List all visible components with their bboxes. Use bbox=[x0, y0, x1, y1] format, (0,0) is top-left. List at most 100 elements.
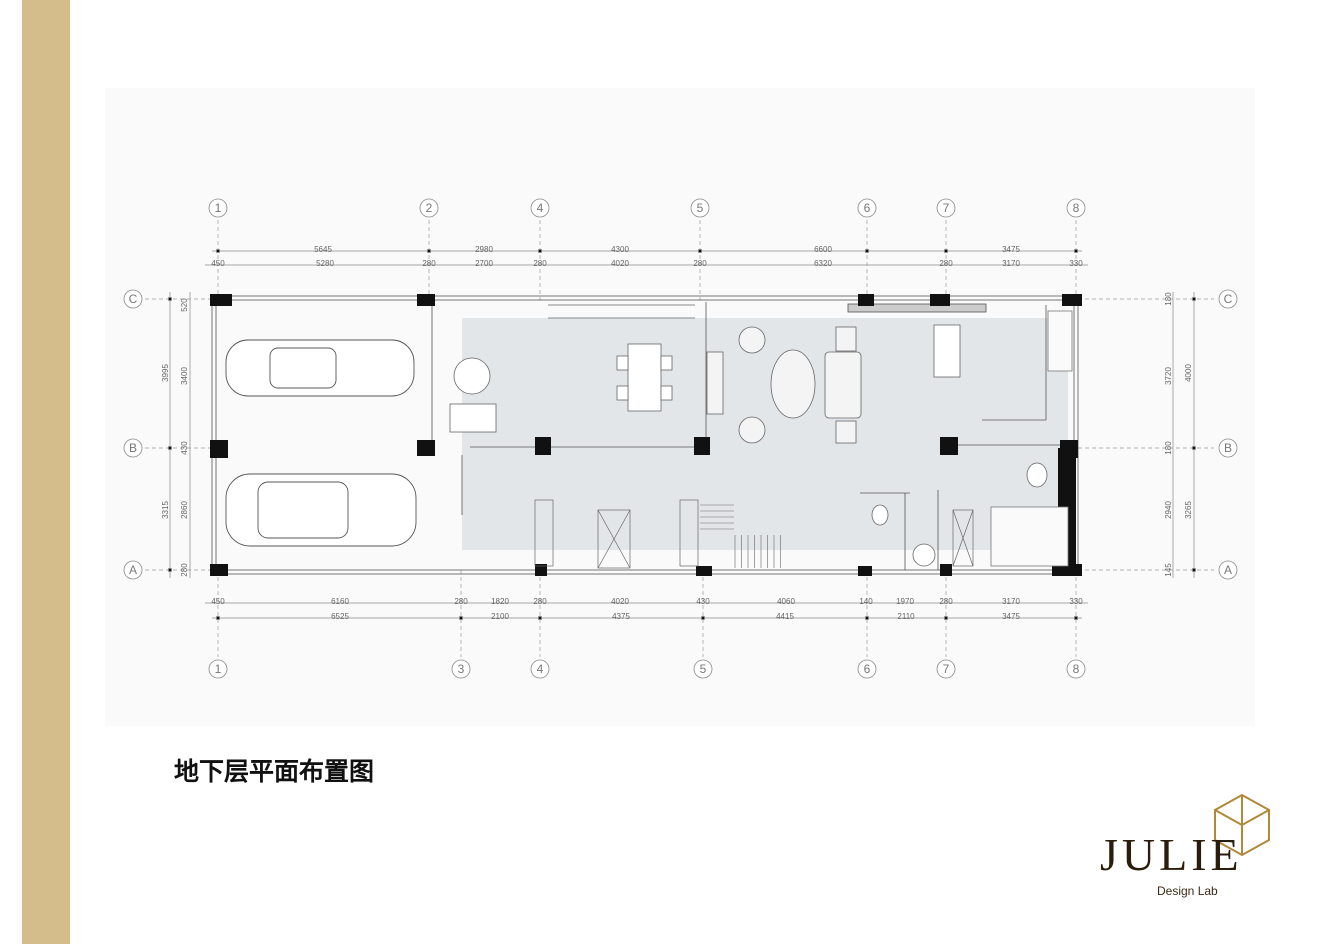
dimension-tick bbox=[865, 249, 869, 253]
axis-label: 1 bbox=[215, 662, 222, 676]
dimension-label: 6160 bbox=[331, 597, 349, 606]
dimension-tick bbox=[698, 249, 702, 253]
dimension-label: 2100 bbox=[491, 612, 509, 621]
dimension-label: 4375 bbox=[612, 612, 630, 621]
axis-bubble: 6 bbox=[857, 198, 877, 218]
dimension-label: 280 bbox=[454, 597, 468, 606]
dimension-label: 430 bbox=[180, 441, 189, 455]
axis-label: 8 bbox=[1073, 201, 1080, 215]
dimension-label: 280 bbox=[939, 597, 953, 606]
dimension-label: 280 bbox=[533, 259, 547, 268]
dimension-label: 2860 bbox=[180, 501, 189, 519]
dimension-label: 4415 bbox=[776, 612, 794, 621]
treadmill-icon bbox=[933, 324, 961, 378]
sofa-icon bbox=[706, 326, 862, 444]
axis-bubble: C bbox=[123, 289, 143, 309]
dimension-tick bbox=[216, 616, 220, 620]
dimension-label: 2940 bbox=[1164, 501, 1173, 519]
dimension-label: 5645 bbox=[314, 245, 332, 254]
dimension-tick bbox=[1074, 616, 1078, 620]
axis-bubble: 5 bbox=[693, 659, 713, 679]
dimension-label: 280 bbox=[180, 563, 189, 577]
column bbox=[858, 294, 874, 306]
column bbox=[417, 440, 435, 456]
dimension-label: 520 bbox=[180, 298, 189, 312]
column bbox=[930, 294, 950, 306]
logo-name: JULIE bbox=[1100, 829, 1243, 880]
dimension-label: 4000 bbox=[1184, 364, 1193, 382]
dimension-label: 3995 bbox=[161, 364, 170, 382]
axis-bubble: 4 bbox=[530, 659, 550, 679]
column bbox=[858, 566, 872, 576]
dimension-label: 330 bbox=[1069, 259, 1083, 268]
dimension-label: 3170 bbox=[1002, 597, 1020, 606]
dimension-label: 6320 bbox=[814, 259, 832, 268]
dimension-tick bbox=[168, 297, 172, 301]
dimension-label: 4020 bbox=[611, 259, 629, 268]
toilet-icon bbox=[871, 462, 1048, 567]
column bbox=[940, 437, 958, 455]
dimension-label: 430 bbox=[696, 597, 710, 606]
dimension-label: 140 bbox=[859, 597, 873, 606]
dimension-label: 450 bbox=[211, 259, 225, 268]
axis-label: 5 bbox=[700, 662, 707, 676]
round-table-icon bbox=[449, 357, 497, 433]
axis-label: 6 bbox=[864, 662, 871, 676]
axis-label: 8 bbox=[1073, 662, 1080, 676]
dimension-tick bbox=[1192, 446, 1196, 450]
dimension-lines bbox=[168, 249, 1196, 620]
dimension-label: 330 bbox=[1069, 597, 1083, 606]
page-title: 地下层平面布置图 bbox=[174, 757, 375, 786]
axis-bubble: B bbox=[123, 438, 143, 458]
dimension-tick bbox=[168, 446, 172, 450]
logo-cube-icon bbox=[1214, 793, 1270, 857]
axis-label: 7 bbox=[943, 201, 950, 215]
dimension-label: 2110 bbox=[897, 612, 915, 621]
axis-label: C bbox=[129, 292, 138, 306]
dimension-tick bbox=[538, 616, 542, 620]
column bbox=[940, 564, 952, 576]
axis-bubble: 8 bbox=[1066, 198, 1086, 218]
axis-label: 4 bbox=[537, 201, 544, 215]
axis-bubble: B bbox=[1218, 438, 1238, 458]
axis-bubble: 1 bbox=[208, 659, 228, 679]
dimension-tick bbox=[944, 616, 948, 620]
dimension-tick bbox=[1074, 249, 1078, 253]
axis-label: B bbox=[1224, 441, 1232, 455]
gold-side-bar bbox=[22, 0, 70, 944]
car-icon bbox=[225, 339, 417, 547]
dimension-label: 3265 bbox=[1184, 501, 1193, 519]
axis-bubble: 3 bbox=[451, 659, 471, 679]
dimension-label: 280 bbox=[693, 259, 707, 268]
dimension-label: 280 bbox=[422, 259, 436, 268]
dimension-label: 4300 bbox=[611, 245, 629, 254]
dimension-label: 3475 bbox=[1002, 245, 1020, 254]
axis-bubble: A bbox=[1218, 560, 1238, 580]
axis-bubble: 8 bbox=[1066, 659, 1086, 679]
axis-label: 4 bbox=[537, 662, 544, 676]
dimension-label: 280 bbox=[939, 259, 953, 268]
dimension-label: 6600 bbox=[814, 245, 832, 254]
axis-bubble: 4 bbox=[530, 198, 550, 218]
dimension-tick bbox=[427, 249, 431, 253]
dimension-label: 4060 bbox=[777, 597, 795, 606]
column bbox=[210, 564, 228, 576]
axis-bubble: 7 bbox=[936, 198, 956, 218]
axis-label: C bbox=[1224, 292, 1233, 306]
axis-label: B bbox=[129, 441, 137, 455]
logo: JULIE Design Lab bbox=[1095, 790, 1285, 910]
axis-bubble: 7 bbox=[936, 659, 956, 679]
dining-table-icon bbox=[616, 343, 673, 412]
axis-bubble: 1 bbox=[208, 198, 228, 218]
column bbox=[1060, 440, 1078, 458]
column bbox=[210, 294, 232, 306]
bed-icon bbox=[990, 310, 1073, 567]
dimension-label: 3170 bbox=[1002, 259, 1020, 268]
axis-label: 7 bbox=[943, 662, 950, 676]
column bbox=[417, 294, 435, 306]
dimension-tick bbox=[1192, 297, 1196, 301]
dimension-tick bbox=[701, 616, 705, 620]
axis-bubble: 5 bbox=[690, 198, 710, 218]
